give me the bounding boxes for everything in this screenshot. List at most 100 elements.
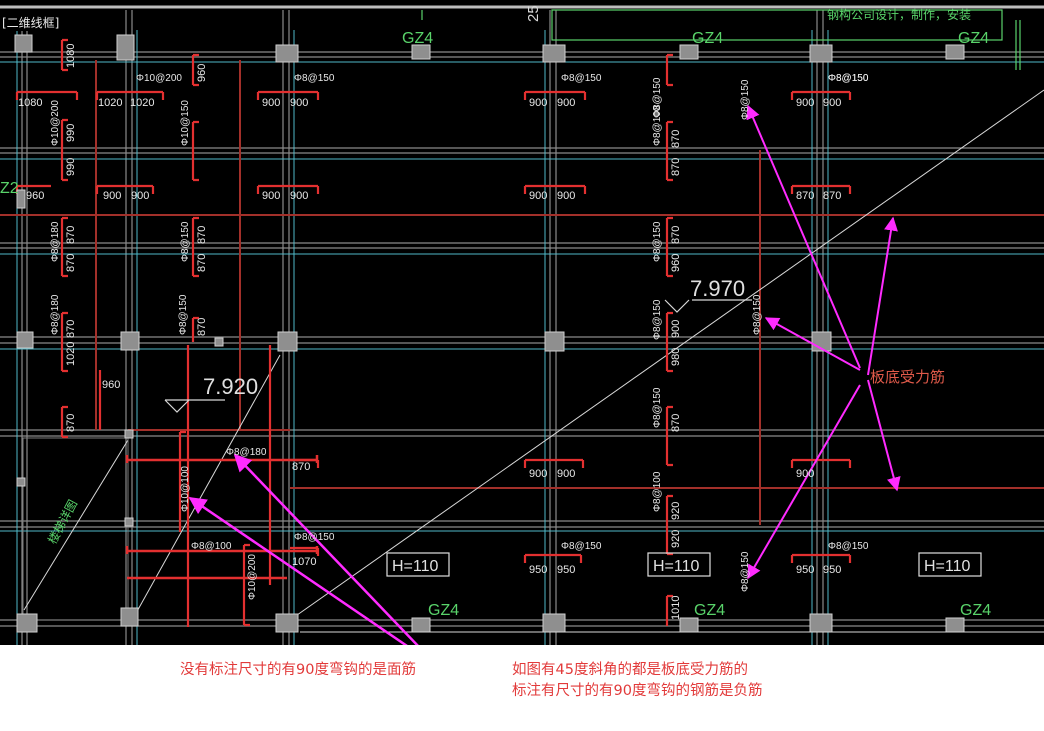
rebar-label: Φ8@180 [226, 447, 267, 458]
dimension-label: 900 [796, 468, 814, 480]
rebar-label: Φ8@180 [50, 294, 61, 335]
rebar-label: Φ8@150 [180, 221, 191, 262]
rebar-label: Φ10@150 [180, 100, 191, 146]
thickness-value: H=110 [392, 558, 439, 575]
dimension-label: 870 [65, 254, 77, 272]
rebar-label: Φ8@150 [652, 77, 663, 118]
grid-lines [0, 10, 1044, 645]
dimension-label: 900 [529, 468, 547, 480]
top-note: 钢构公司设计，制作，安装 [827, 7, 971, 22]
dimension-label: 920 [670, 502, 682, 520]
rebar-label: Φ8@150 [752, 294, 763, 335]
dimension-label: 960 [102, 379, 120, 391]
callout-label: 板底受力筋 [870, 368, 945, 386]
dimension-label: 870 [292, 461, 310, 473]
floor-plan-drawing: 板底受力筋 GZ4 GZ4 GZ4 GZ4 GZ4 GZ4 Z2 钢构公司设计，… [0, 5, 1044, 645]
rebar-label: Φ8@150 [652, 221, 663, 262]
caption-right-line1: 如图有45度斜角的都是板底受力筋的 [512, 662, 748, 678]
cad-viewport[interactable]: 板底受力筋 GZ4 GZ4 GZ4 GZ4 GZ4 GZ4 Z2 钢构公司设计，… [0, 0, 1044, 645]
dimension-label: 870 [65, 414, 77, 432]
rebar-label: Φ8@150 [294, 532, 335, 543]
dimension-label: 960 [196, 64, 208, 82]
rebar-label: Φ8@100 [652, 105, 663, 146]
column-tag: GZ4 [692, 30, 723, 47]
rebar-label: Φ10@200 [247, 554, 258, 600]
elevation-value: 7.970 [690, 276, 745, 301]
stair-label: 楼梯详图 [44, 497, 80, 546]
dimension-label: 870 [65, 226, 77, 244]
rebar-label: Φ10@100 [180, 466, 191, 512]
dimension-label: 950 [557, 564, 575, 576]
dimension-label: 900 [557, 97, 575, 109]
rebar-label: Φ8@150 [740, 79, 751, 120]
dimension-label: 870 [65, 320, 77, 338]
rebar-label: Φ8@150 [561, 73, 602, 84]
callout-arrows [746, 104, 901, 580]
dimension-label: 870 [670, 158, 682, 176]
dimension-label: 900 [131, 190, 149, 202]
dimension-label: 1080 [18, 97, 42, 109]
rebar-label: Φ8@150 [178, 294, 189, 335]
dimension-label: 870 [196, 318, 208, 336]
rebar-label: Φ8@150 [294, 73, 335, 84]
dimension-label: 960 [670, 254, 682, 272]
dimension-label: 870 [796, 190, 814, 202]
dimension-label: 950 [529, 564, 547, 576]
view-mode-label[interactable]: [二维线框] [0, 14, 62, 31]
dimension-label: 870 [670, 226, 682, 244]
rebar-label: Φ8@150 [740, 551, 751, 592]
rebar-label: Φ8@180 [50, 221, 61, 262]
thickness-values: H=110 H=110 H=110 [392, 558, 971, 575]
dimension-label: 870 [196, 226, 208, 244]
dimension-label: 1010 [670, 596, 682, 620]
column-tag: GZ4 [960, 602, 991, 619]
rebar-label: Φ8@150 [828, 73, 869, 84]
rebar-label: Φ8@150 [652, 299, 663, 340]
dimension-label: 900 [823, 97, 841, 109]
rebar-label: Φ8@150 [561, 541, 602, 552]
dimension-label: 1020 [98, 97, 122, 109]
rebar-label: Φ8@150 [652, 387, 663, 428]
rebar-brackets [15, 38, 852, 627]
dimension-label: 1020 [65, 342, 77, 366]
dimension-label: 900 [103, 190, 121, 202]
dimension-label: 900 [529, 190, 547, 202]
dimension-label: 950 [823, 564, 841, 576]
dimension-label: 990 [65, 124, 77, 142]
elevation-marks [164, 299, 752, 413]
dimension-label: 960 [26, 190, 44, 202]
partial-tag: Z2 [0, 180, 19, 197]
diagonal-lines [23, 89, 1044, 621]
column-tag: GZ4 [694, 602, 725, 619]
column-tag: GZ4 [402, 30, 433, 47]
dimension-label: 900 [557, 468, 575, 480]
dimension-label: 900 [557, 190, 575, 202]
rebar-label: Φ8@100 [191, 541, 232, 552]
partial-number: 25 [525, 5, 542, 22]
dimension-label: 900 [670, 320, 682, 338]
rebar-label: Φ10@200 [50, 100, 61, 146]
rebar-label: Φ8@150 [828, 73, 869, 84]
top-strip [421, 9, 1021, 70]
dimension-label: 870 [670, 414, 682, 432]
column-tag: GZ4 [428, 602, 459, 619]
dimension-label: 870 [670, 130, 682, 148]
columns [14, 34, 965, 633]
elevation-value: 7.920 [203, 374, 258, 399]
column-tags: GZ4 GZ4 GZ4 GZ4 GZ4 GZ4 Z2 钢构公司设计，制作，安装 [0, 7, 991, 619]
rebar-label: Φ8@100 [652, 471, 663, 512]
dimension-label: 900 [290, 190, 308, 202]
dimension-label: 1070 [292, 556, 316, 568]
stair-outline [22, 437, 129, 621]
dimension-label: 900 [529, 97, 547, 109]
dimension-label: 980 [670, 348, 682, 366]
dimension-label: 920 [670, 530, 682, 548]
dimension-label: 950 [796, 564, 814, 576]
beam-lines [0, 60, 1044, 525]
dimension-label: 990 [65, 158, 77, 176]
dimension-label: 900 [262, 97, 280, 109]
caption-right-line2: 标注有尺寸的有90度弯钩的钢筋是负筋 [512, 683, 763, 699]
dimension-label: 900 [290, 97, 308, 109]
column-tag: GZ4 [958, 30, 989, 47]
